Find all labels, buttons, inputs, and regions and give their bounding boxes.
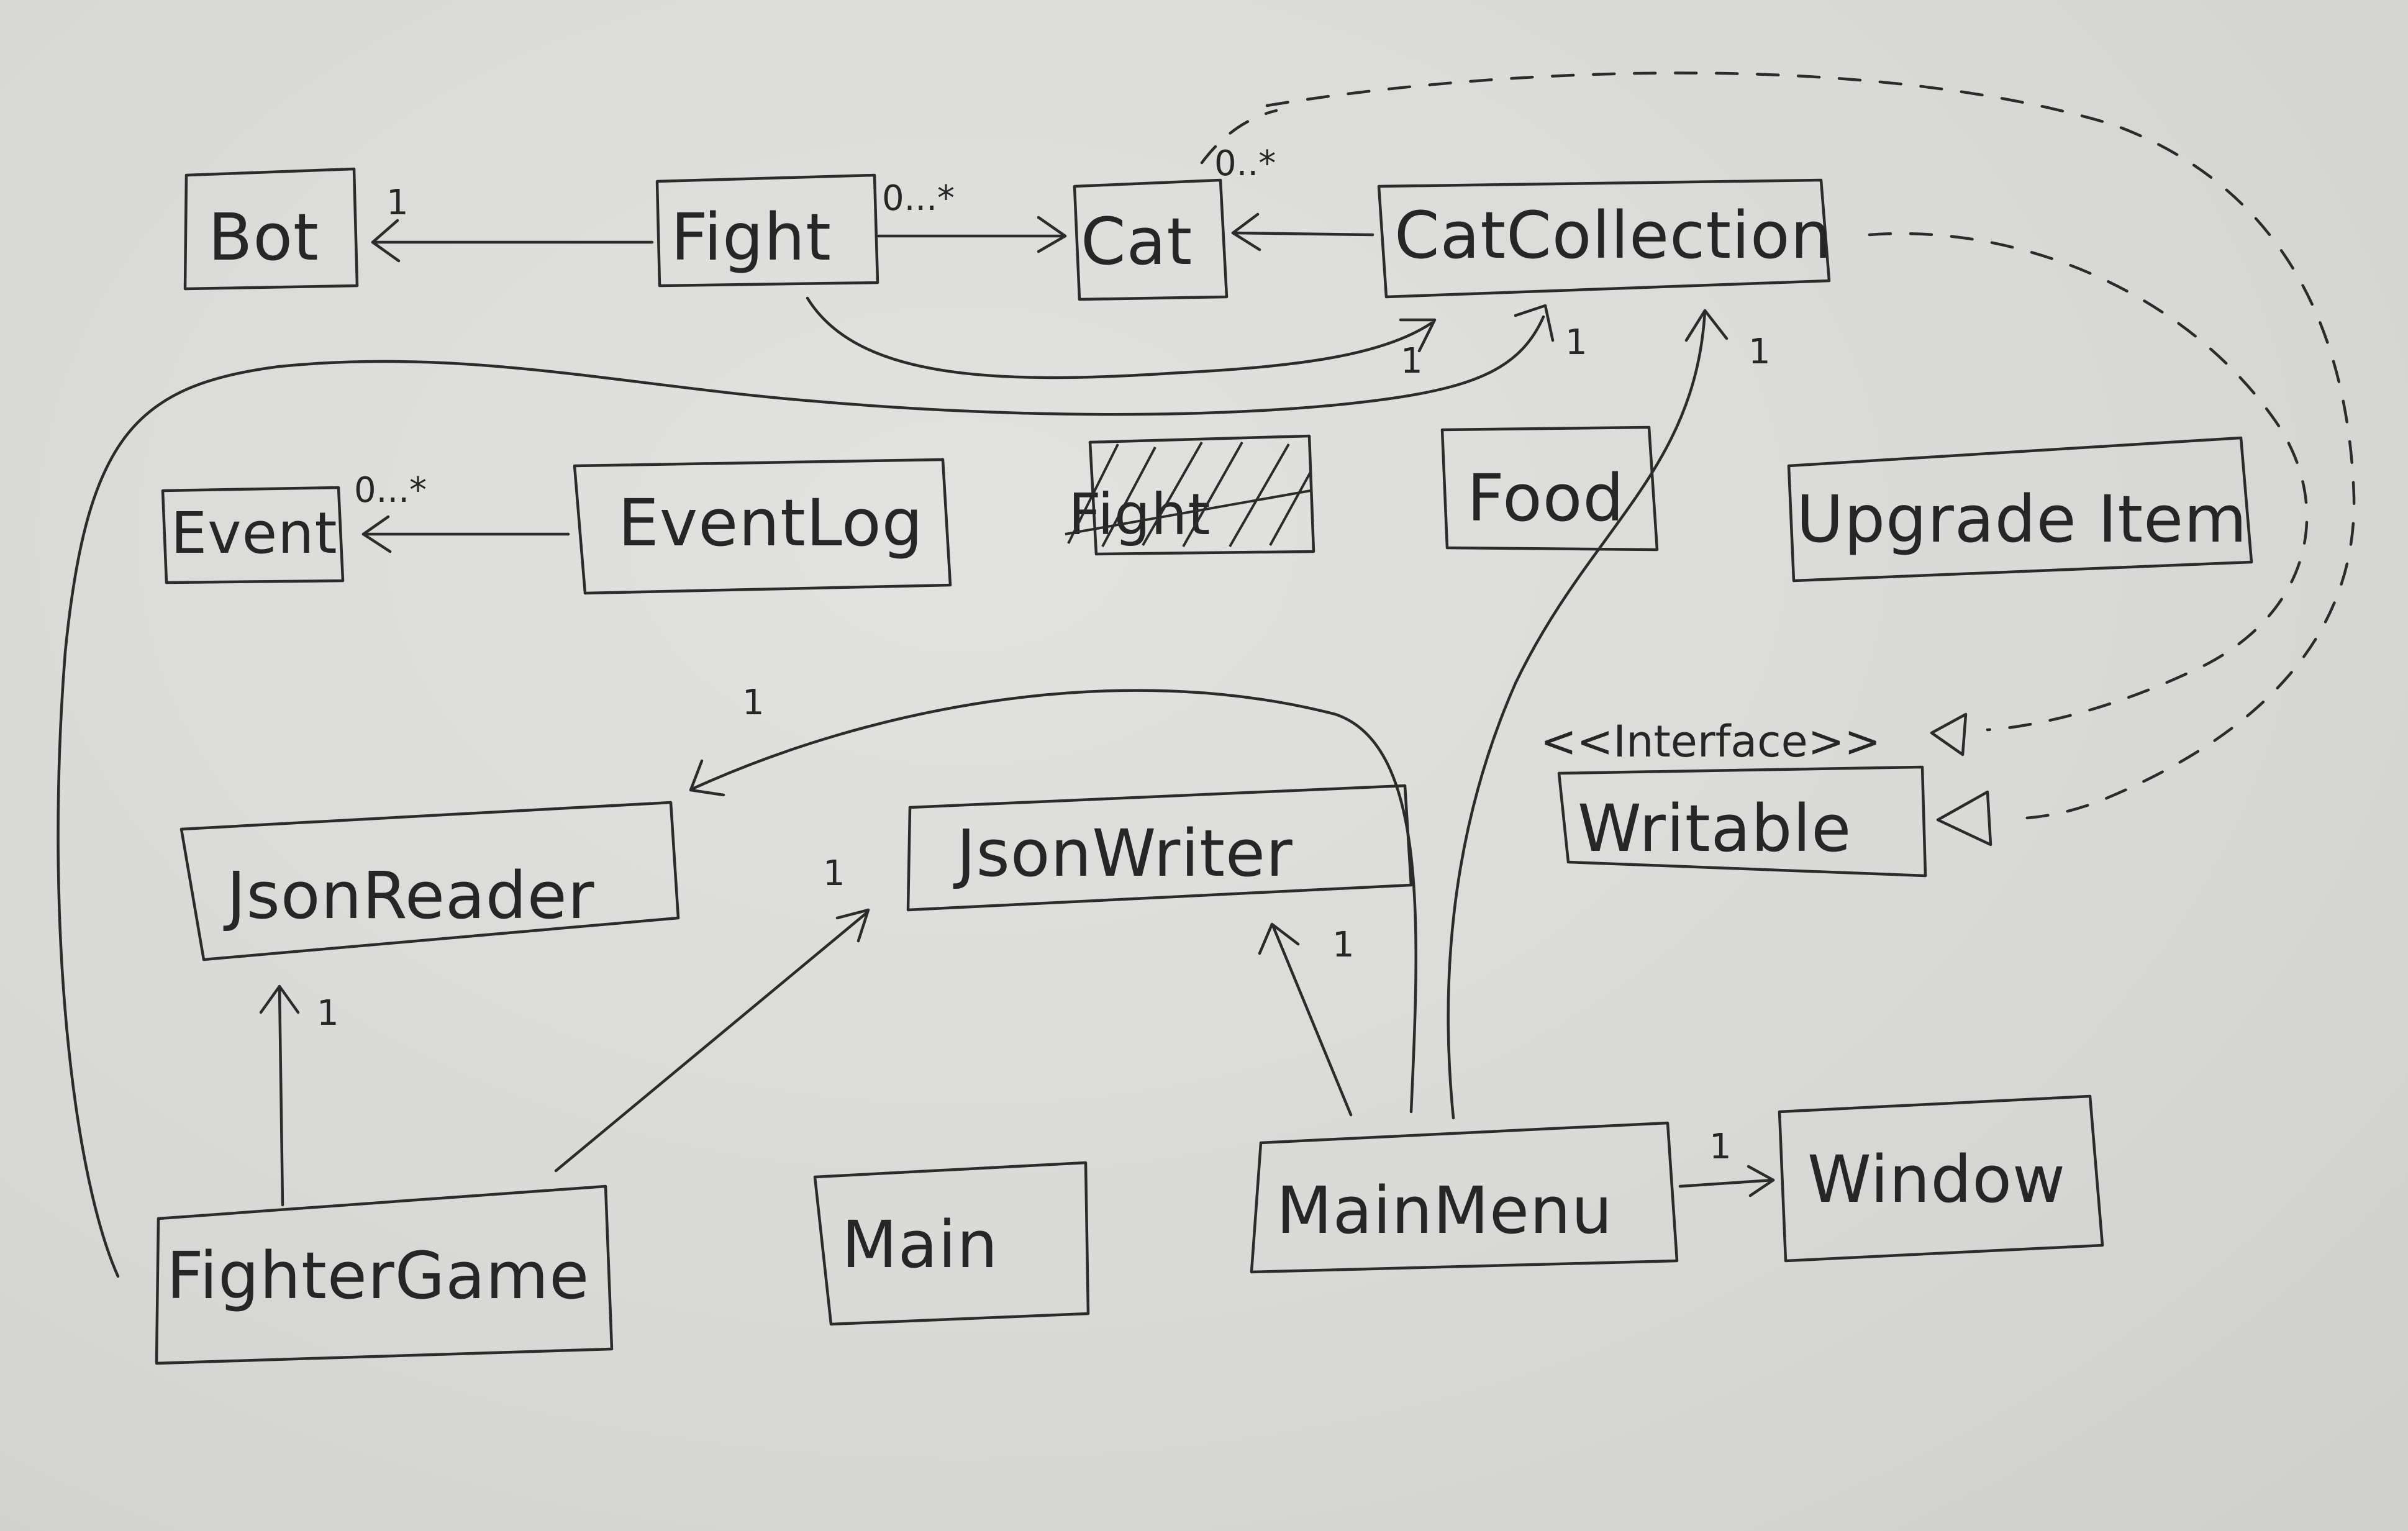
mult-fight-cat: 0...* <box>882 178 955 219</box>
edge-collection-writable-realization <box>1868 232 2309 756</box>
node-main-menu-label: MainMenu <box>1276 1173 1613 1248</box>
node-fighter-game-label: FighterGame <box>166 1238 589 1314</box>
node-fighter-game: FighterGame <box>155 1184 614 1365</box>
node-bot: Bot <box>183 167 359 291</box>
node-main-menu-box <box>1250 1121 1679 1274</box>
node-event: Event <box>161 486 345 584</box>
node-bot-label: Bot <box>208 199 319 275</box>
node-fight-crossed-out: Fight <box>1065 434 1315 556</box>
node-fighter-game-box <box>155 1184 614 1365</box>
node-main-menu: MainMenu <box>1250 1121 1679 1274</box>
mult-menu-collection: 1 <box>1748 332 1771 372</box>
node-main-box <box>813 1161 1090 1326</box>
node-event-box <box>161 486 345 584</box>
node-food-label: Food <box>1467 460 1624 536</box>
node-cat-collection-box <box>1377 178 1831 299</box>
node-upgrade-item-label: Upgrade Item <box>1796 481 2247 557</box>
edge-eventlog-event: 0...* <box>354 470 570 553</box>
node-cat-collection-label: CatCollection <box>1394 198 1832 273</box>
node-upgrade-item-box <box>1787 436 2253 583</box>
mult-fighter-collection: 1 <box>1565 322 1588 363</box>
edge-fighter-writer: 1 <box>554 853 870 1173</box>
edge-collection-cat: 0..* <box>1200 109 1374 252</box>
realization-triangle-top <box>1930 712 1968 756</box>
mult-fighter-reader: 1 <box>317 993 339 1034</box>
node-fight-crossed-label: Fight <box>1068 481 1211 548</box>
node-json-reader-box <box>179 801 680 961</box>
node-window: Window <box>1778 1094 2104 1263</box>
node-cat-collection: CatCollection <box>1377 178 1832 299</box>
node-json-reader: JsonReader <box>179 801 680 961</box>
node-writable: <<Interface>> Writable <box>1540 716 1927 878</box>
node-food: Food <box>1440 425 1659 552</box>
mult-eventlog-event: 0...* <box>354 470 427 511</box>
mult-menu-reader: 1 <box>742 683 765 723</box>
node-main-label: Main <box>842 1207 998 1283</box>
node-food-box <box>1440 425 1659 552</box>
node-json-writer-box <box>906 784 1413 912</box>
mult-fighter-writer: 1 <box>823 853 845 894</box>
edge-menu-collection: 1 <box>1447 309 1771 1120</box>
node-event-log-label: EventLog <box>618 485 924 561</box>
edge-menu-window: 1 <box>1678 1127 1775 1197</box>
node-cat-box <box>1073 178 1229 301</box>
edge-outer-writable-realization <box>1265 71 2356 847</box>
mult-fight-bot: 1 <box>386 183 409 223</box>
node-main: Main <box>813 1161 1090 1326</box>
mult-menu-window: 1 <box>1709 1127 1732 1167</box>
edge-fight-collection: 1 <box>806 296 1437 381</box>
node-json-writer-label: JsonWriter <box>953 815 1293 891</box>
node-event-log-box <box>573 458 952 595</box>
node-event-log: EventLog <box>573 458 952 595</box>
node-fight-box <box>655 173 879 288</box>
node-writable-box <box>1557 765 1927 878</box>
node-window-label: Window <box>1807 1142 2066 1217</box>
realization-triangle-bottom <box>1936 790 1992 847</box>
node-json-reader-label: JsonReader <box>223 858 594 934</box>
node-writable-label: Writable <box>1578 791 1851 866</box>
mult-collection-cat: 0..* <box>1214 143 1276 184</box>
mult-fight-collection: 1 <box>1401 341 1423 381</box>
mult-menu-writer: 1 <box>1332 925 1355 965</box>
strike-through-marks <box>1065 442 1312 547</box>
node-fight: Fight <box>655 173 879 288</box>
node-writable-stereotype: <<Interface>> <box>1540 716 1881 767</box>
node-bot-box <box>183 167 359 291</box>
node-window-box <box>1778 1094 2104 1263</box>
edge-menu-writer: 1 <box>1258 922 1355 1117</box>
edge-fight-cat: 0...* <box>877 178 1067 253</box>
edge-menu-reader: 1 <box>689 683 1417 1114</box>
node-fight-label: Fight <box>671 199 832 275</box>
node-cat: Cat <box>1073 178 1229 301</box>
edge-fighter-collection: 1 <box>57 304 1588 1278</box>
edge-fighter-reader: 1 <box>259 984 339 1207</box>
node-cat-label: Cat <box>1081 204 1193 279</box>
node-event-label: Event <box>171 500 338 566</box>
node-json-writer: JsonWriter <box>906 784 1413 912</box>
node-upgrade-item: Upgrade Item <box>1787 436 2253 583</box>
node-fight-crossed-box <box>1088 434 1315 556</box>
edge-fight-bot: 1 <box>371 183 654 263</box>
